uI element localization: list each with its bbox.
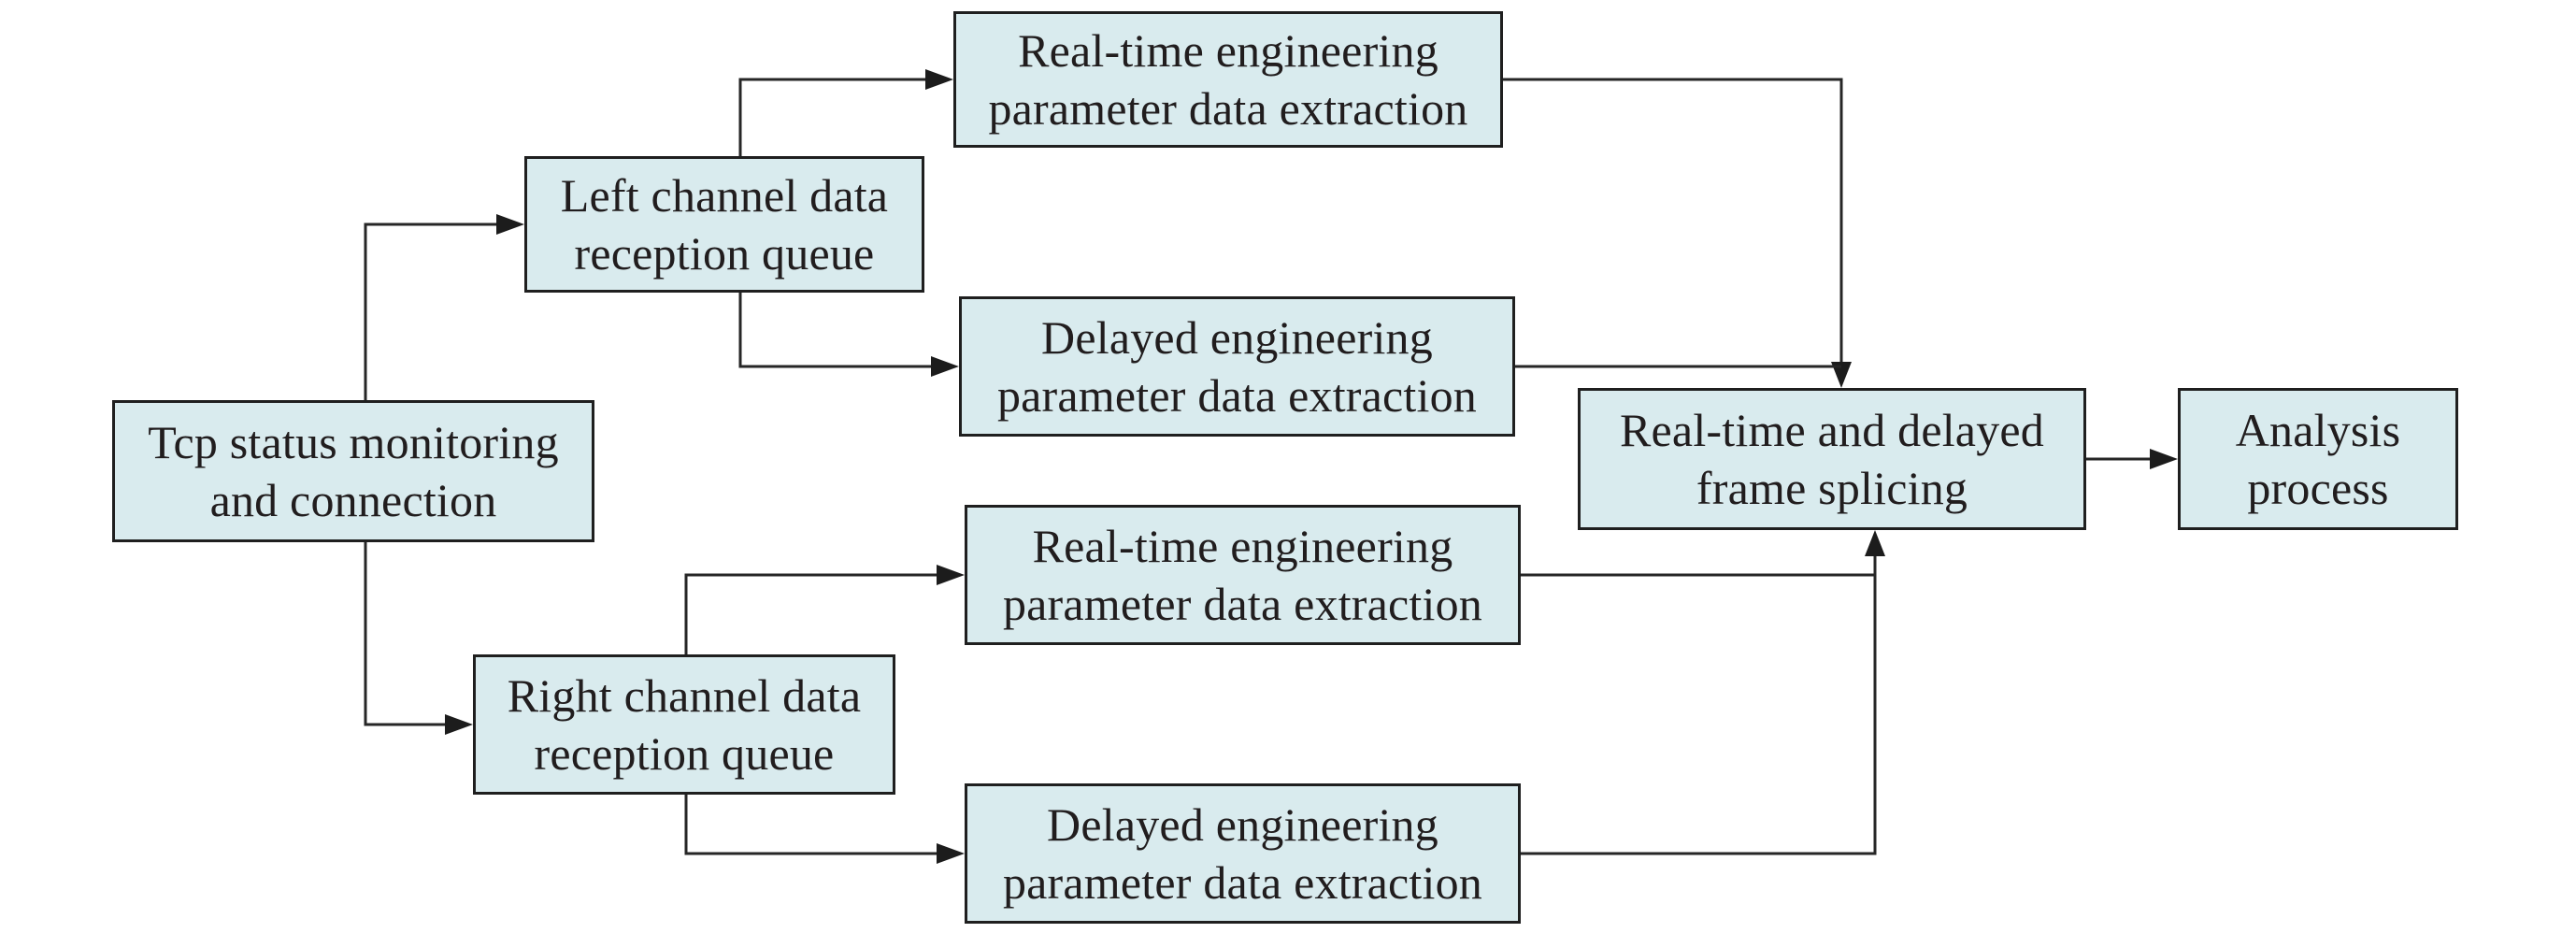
edge-right-channel-to-delayed: [684, 795, 938, 855]
edge-left-channel-to-realtime: [738, 78, 927, 156]
node-realtime-extract-left: Real-time engineering parameter data ext…: [953, 11, 1503, 148]
node-label: Analysis process: [2235, 404, 2401, 514]
node-delayed-extract-left: Delayed engineering parameter data extra…: [959, 296, 1515, 437]
edge-tcp-to-left-channel: [364, 222, 498, 400]
arrowhead-into-analysis: [2150, 449, 2178, 469]
node-label: Real-time and delayed frame splicing: [1619, 404, 2044, 514]
node-realtime-extract-right: Real-time engineering parameter data ext…: [965, 505, 1521, 645]
node-label: Real-time engineering parameter data ext…: [988, 24, 1468, 135]
node-label: Right channel data reception queue: [507, 669, 862, 780]
arrowhead-into-delayed-left: [931, 356, 959, 377]
node-label: Real-time engineering parameter data ext…: [1002, 520, 1483, 630]
node-analysis-process: Analysis process: [2178, 388, 2458, 530]
edge-right-channel-to-realtime: [684, 573, 938, 654]
arrowhead-into-splicing-top: [1831, 362, 1852, 388]
arrowhead-into-left-channel: [496, 214, 524, 235]
edge-tcp-to-right-channel: [364, 542, 447, 726]
node-frame-splicing: Real-time and delayed frame splicing: [1578, 388, 2086, 530]
arrowhead-into-splicing-bottom: [1865, 530, 1885, 556]
arrowhead-into-delayed-right: [937, 843, 965, 864]
node-right-channel-queue: Right channel data reception queue: [473, 654, 895, 795]
node-tcp-status: Tcp status monitoring and connection: [112, 400, 594, 542]
node-delayed-extract-right: Delayed engineering parameter data extra…: [965, 783, 1521, 924]
node-label: Tcp status monitoring and connection: [148, 416, 559, 526]
node-label: Delayed engineering parameter data extra…: [1002, 798, 1483, 909]
edge-left-channel-to-delayed: [738, 293, 933, 368]
arrowhead-into-right-channel: [445, 714, 473, 735]
edge-delayed-right-to-splicing: [1521, 556, 1877, 855]
node-label: Left channel data reception queue: [560, 169, 889, 280]
edge-realtime-left-to-splicing: [1503, 78, 1843, 362]
arrowhead-into-realtime-left: [925, 69, 953, 90]
node-label: Delayed engineering parameter data extra…: [996, 311, 1478, 422]
arrowhead-into-realtime-right: [937, 565, 965, 585]
node-left-channel-queue: Left channel data reception queue: [524, 156, 924, 293]
